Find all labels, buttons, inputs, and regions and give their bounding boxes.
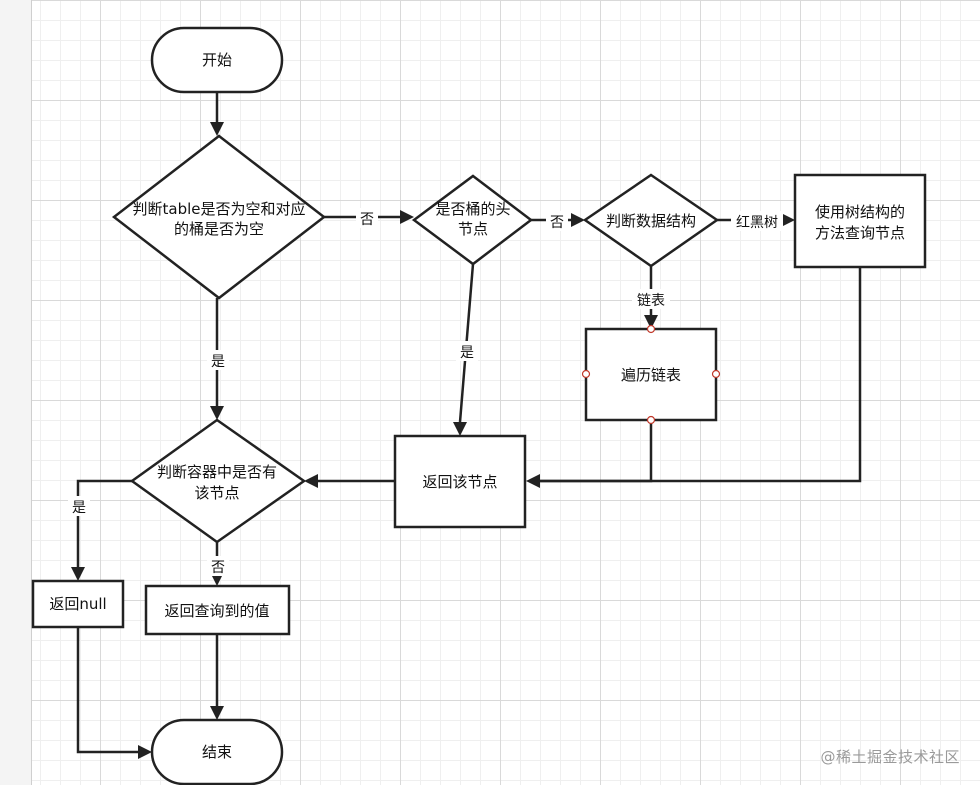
arrowhead (453, 422, 467, 436)
node-end[interactable]: 结束 (150, 718, 284, 785)
arrowhead (210, 406, 224, 420)
node-tree-search-label-line2: 方法查询节点 (815, 224, 905, 242)
node-return-node-label: 返回该节点 (422, 473, 497, 491)
canvas-left-edge (0, 0, 32, 785)
node-tree-search[interactable]: 使用树结构的 方法查询节点 (793, 173, 927, 269)
edge-list-to-return (540, 420, 653, 483)
node-tree-search-label-line1: 使用树结构的 (815, 203, 905, 221)
node-check-head-label-line1: 是否桶的头 (435, 200, 510, 218)
label-table-no: 否 (360, 212, 374, 228)
edge-null-to-end (76, 627, 138, 754)
node-return-node[interactable]: 返回该节点 (393, 434, 527, 529)
node-check-container-label-line2: 该节点 (194, 484, 239, 502)
label-container-yes: 是 (72, 500, 86, 516)
arrowhead (571, 213, 585, 227)
node-check-table-label-line1: 判断table是否为空和对应 (133, 200, 306, 218)
node-check-head-label-line2: 节点 (458, 220, 488, 238)
node-start-label: 开始 (202, 51, 232, 69)
edge-tree-to-return (540, 267, 862, 483)
node-check-table[interactable]: 判断table是否为空和对应 的桶是否为空 (111, 134, 327, 300)
arrowhead (304, 474, 318, 488)
node-check-structure-label: 判断数据结构 (606, 212, 696, 230)
node-check-container-label-line1: 判断容器中是否有 (157, 463, 277, 481)
node-check-table-label-line2: 的桶是否为空 (174, 220, 264, 238)
node-check-structure[interactable]: 判断数据结构 (582, 173, 720, 268)
node-check-container[interactable]: 判断容器中是否有 该节点 (129, 418, 307, 544)
arrowhead (210, 122, 224, 136)
connection-handle[interactable] (646, 415, 656, 425)
arrowhead (526, 474, 540, 488)
node-traverse-list[interactable]: 遍历链表 (581, 324, 721, 425)
node-start[interactable]: 开始 (150, 26, 284, 94)
edge-container-to-null (76, 479, 132, 567)
label-head-yes: 是 (460, 345, 474, 361)
node-return-value-label: 返回查询到的值 (164, 602, 269, 620)
label-table-yes: 是 (211, 354, 225, 370)
connection-handle[interactable] (581, 369, 591, 379)
connection-handle[interactable] (646, 324, 656, 334)
arrowhead (400, 210, 414, 224)
edge-labels: 否 否 红黑树 链表 是 是 是 否 (68, 208, 783, 576)
node-return-null-label: 返回null (49, 595, 106, 613)
arrowhead (71, 567, 85, 581)
label-head-no: 否 (550, 215, 564, 231)
arrowhead (138, 745, 152, 759)
watermark: @稀土掘金技术社区 (820, 748, 960, 766)
arrowhead (644, 315, 658, 329)
label-container-no: 否 (211, 560, 225, 576)
node-end-label: 结束 (202, 743, 232, 761)
node-traverse-list-label: 遍历链表 (621, 366, 681, 384)
label-red-black-tree: 红黑树 (736, 215, 778, 231)
arrowhead (210, 706, 224, 720)
label-linked-list: 链表 (637, 293, 665, 309)
connection-handle[interactable] (711, 369, 721, 379)
node-check-head[interactable]: 是否桶的头 节点 (411, 174, 534, 266)
arrowhead (781, 213, 795, 227)
node-return-value[interactable]: 返回查询到的值 (144, 584, 291, 636)
node-return-null[interactable]: 返回null (31, 579, 125, 629)
